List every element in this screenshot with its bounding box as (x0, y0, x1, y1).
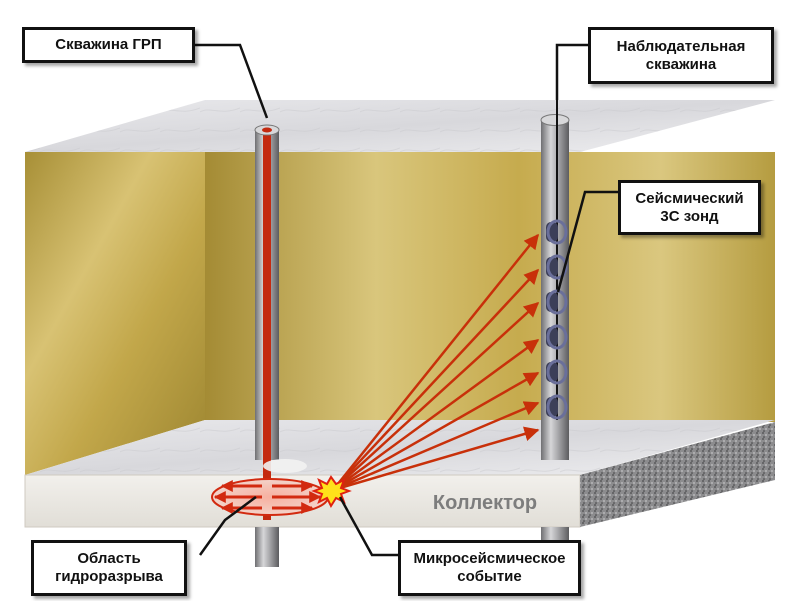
seismic-probe-label-line1: Сейсмический (635, 189, 744, 207)
sandstone-block (25, 152, 775, 475)
seismic-ray (332, 338, 540, 492)
seismic-ray (332, 268, 540, 491)
observation-well-label-line2: скважина (645, 55, 717, 73)
seismic-probe-callout: Сейсмический 3С зонд (618, 180, 761, 235)
geophone-clamp (546, 324, 568, 350)
geophone-clamp (546, 219, 568, 245)
microseismic-callout: Микросейсмическое событие (398, 540, 581, 596)
seismic-ray (332, 233, 539, 491)
geophone-clamp (546, 394, 568, 420)
top-marble-layer (25, 100, 775, 152)
seismic-ray (332, 301, 540, 491)
leader-lines (195, 43, 618, 557)
fracture-zone (211, 478, 329, 516)
geophone-clamp (546, 359, 568, 385)
seismic-ray (332, 426, 540, 492)
seismic-ray (332, 371, 540, 492)
frac-area-callout: Область гидроразрыва (31, 540, 187, 596)
microseismic-label-line2: событие (457, 568, 522, 585)
frac-well-callout: Скважина ГРП (22, 27, 195, 63)
frac-well (254, 124, 307, 567)
frac-well-label: Скважина ГРП (55, 36, 162, 53)
reservoir-label: Коллектор (433, 492, 537, 514)
seismic-3c-probe (546, 219, 568, 420)
seismic-probe-label-line2: 3С зонд (660, 207, 719, 225)
seismic-rays (332, 233, 540, 492)
observation-well-callout: Наблюдательная скважина (588, 27, 774, 84)
microseismic-label-line1: Микросейсмическое (413, 550, 566, 567)
frac-area-label-line1: Область (77, 550, 141, 567)
frac-area-label-line2: гидроразрыва (55, 568, 163, 585)
floor-marble-layer (25, 420, 775, 475)
observation-well-label-line1: Наблюдательная (616, 37, 746, 55)
seismic-ray (332, 401, 540, 492)
